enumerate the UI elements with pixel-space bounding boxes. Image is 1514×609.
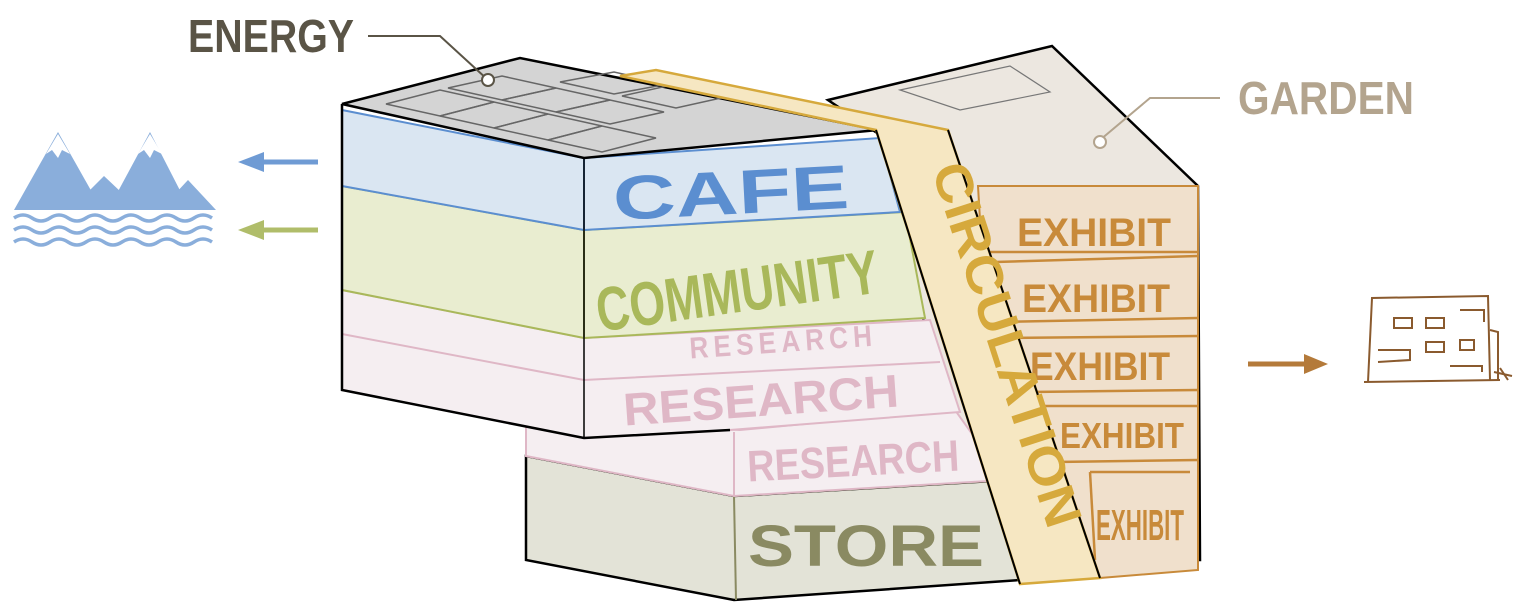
energy-callout: ENERGY bbox=[188, 10, 495, 87]
main-block: RESEARCH RESEARCH COMMUNITY CAFE bbox=[340, 56, 962, 440]
garden-callout: GARDEN bbox=[1093, 72, 1414, 149]
arrow-left-blue-icon bbox=[238, 152, 318, 172]
research-label-3: RESEARCH bbox=[746, 432, 960, 492]
garden-label: GARDEN bbox=[1238, 72, 1414, 124]
exhibit-label-3: EXHIBIT bbox=[1030, 345, 1170, 389]
energy-marker-icon bbox=[481, 73, 495, 87]
energy-label: ENERGY bbox=[188, 10, 354, 62]
house-sketch-icon bbox=[1363, 294, 1513, 383]
exhibit-label-4: EXHIBIT bbox=[1060, 415, 1184, 456]
exhibit-label-2: EXHIBIT bbox=[1022, 277, 1170, 321]
exhibit-label-5: EXHIBIT bbox=[1096, 501, 1184, 550]
mountain-water-icon bbox=[13, 132, 216, 247]
arrow-left-green-icon bbox=[238, 220, 318, 240]
garden-marker-icon bbox=[1093, 135, 1107, 149]
cafe-label: CAFE bbox=[611, 153, 850, 234]
store-label: STORE bbox=[748, 514, 984, 579]
arrow-right-brown-icon bbox=[1248, 354, 1328, 374]
exhibit-label-1: EXHIBIT bbox=[1017, 211, 1171, 255]
